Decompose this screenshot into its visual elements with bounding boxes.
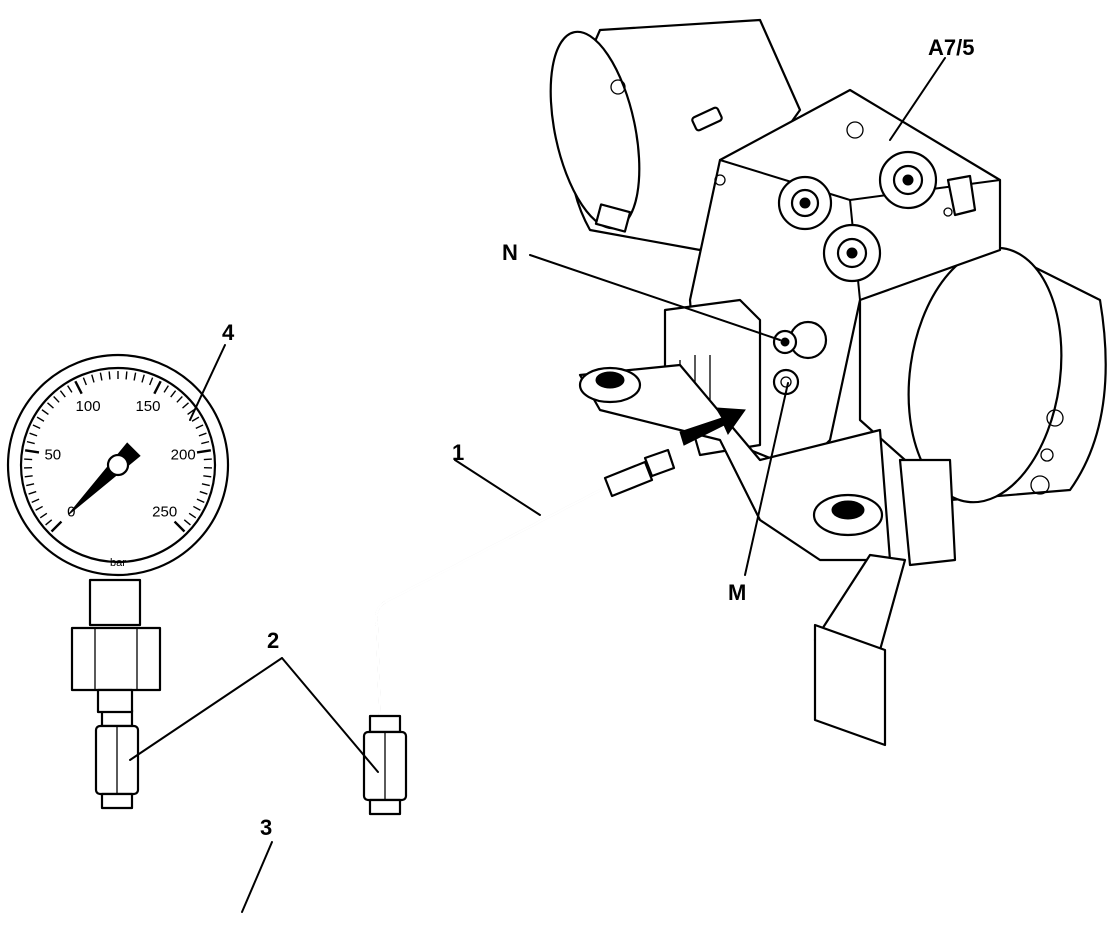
gauge-tick xyxy=(149,377,154,386)
gauge-tick-label: 50 xyxy=(44,447,61,464)
gauge-needle-hub xyxy=(106,453,130,477)
gauge-tick xyxy=(24,475,33,478)
gauge-tick-label: 200 xyxy=(171,447,196,464)
gauge-tick xyxy=(201,440,210,445)
gauge-tick xyxy=(67,385,73,393)
gauge-tick xyxy=(125,371,128,380)
gauge-tick xyxy=(59,390,66,398)
gauge-tick xyxy=(196,449,212,454)
callout-4: 4 xyxy=(222,320,235,345)
gauge-tick xyxy=(26,440,35,445)
gauge-scale-ticks xyxy=(24,371,212,533)
gauge-tick-label: 150 xyxy=(135,398,160,415)
callout-3: 3 xyxy=(260,815,272,840)
gauge-tick xyxy=(31,498,40,503)
callout-1: 1 xyxy=(452,440,464,465)
gauge-tick xyxy=(74,380,83,395)
gauge-tick-label: 100 xyxy=(76,398,101,415)
gauge-tick xyxy=(45,519,53,526)
gauge-tick xyxy=(191,416,200,422)
gauge-tick xyxy=(35,505,43,511)
gauge-tick xyxy=(133,372,137,381)
gauge-tick xyxy=(53,395,60,403)
gauge-tick xyxy=(196,498,205,503)
callout-m: M xyxy=(728,580,746,605)
gauge-tick xyxy=(50,520,63,533)
gauge-tick xyxy=(163,385,169,393)
gauge-tick xyxy=(201,483,210,487)
gauge-tick xyxy=(141,374,145,383)
direction-arrow xyxy=(679,407,746,446)
gauge-tick xyxy=(173,520,186,533)
union-fitting-left xyxy=(94,708,140,810)
gauge-tick xyxy=(82,377,87,386)
gauge-tick xyxy=(24,449,40,454)
gauge-tick xyxy=(203,458,212,461)
gauge-tick xyxy=(36,416,45,422)
union-fitting-right xyxy=(362,714,408,816)
pressure-gauge-4: 050100150200250 bar xyxy=(6,353,230,714)
gauge-tick xyxy=(183,519,191,526)
gauge-tick xyxy=(188,512,197,519)
gauge-tick xyxy=(91,374,95,383)
callout-2: 2 xyxy=(267,628,279,653)
valve-boss xyxy=(777,175,833,231)
gauge-tick xyxy=(41,409,49,416)
callout-n: N xyxy=(502,240,518,265)
valve-boss xyxy=(822,223,882,283)
gauge-tick-label: 250 xyxy=(152,504,177,521)
gauge-tick xyxy=(187,409,195,416)
leader-lines xyxy=(129,57,946,913)
gauge-tick xyxy=(99,372,103,381)
test-hose-3 xyxy=(116,804,387,920)
gauge-tick xyxy=(47,402,54,409)
hydraulic-unit-a7-5 xyxy=(549,18,1107,747)
gauge-tick xyxy=(26,483,35,487)
gauge-tick xyxy=(193,505,201,511)
callout-a7-5: A7/5 xyxy=(928,35,974,60)
gauge-tick xyxy=(108,371,111,380)
gauge-tick xyxy=(39,512,48,519)
gauge-tick xyxy=(199,490,208,495)
valve-boss xyxy=(878,150,938,210)
gauge-tick xyxy=(24,458,33,461)
gauge-tick xyxy=(170,390,177,398)
gauge-tick xyxy=(29,432,38,437)
gauge-unit-label: bar xyxy=(110,557,126,569)
gauge-tick xyxy=(195,424,204,430)
gauge-tick xyxy=(32,424,41,430)
gauge-tick xyxy=(28,490,37,495)
gauge-tick xyxy=(176,395,183,403)
gauge-tick xyxy=(198,432,207,437)
test-line-1 xyxy=(374,448,676,721)
test-port-n xyxy=(772,320,828,360)
gauge-tick xyxy=(182,402,189,409)
gauge-tick xyxy=(153,380,162,395)
gauge-tick xyxy=(203,475,212,478)
